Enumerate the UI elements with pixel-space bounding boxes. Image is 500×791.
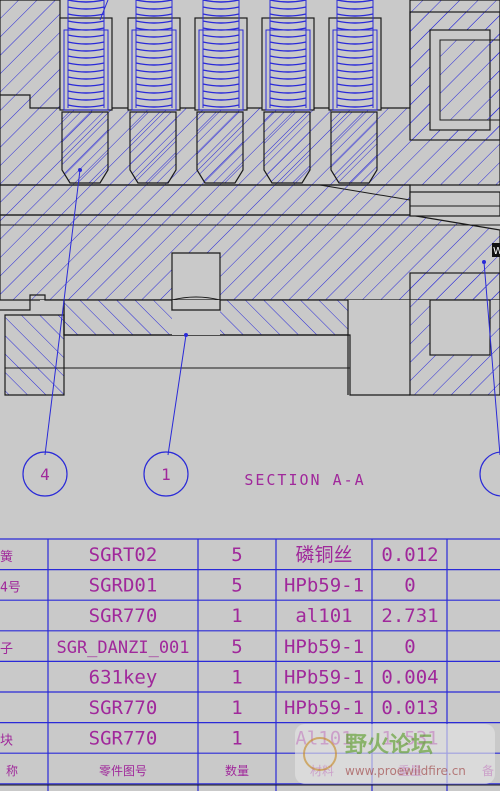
bom-cell-weight: 0.013 — [381, 697, 438, 719]
bom-cell-weight: 0 — [404, 636, 415, 658]
bom-header-name: 称 — [6, 764, 18, 778]
bom-cell-part-no: SGRT02 — [89, 544, 158, 566]
bom-cell-material: HPb59-1 — [284, 697, 364, 719]
bom-cell-qty: 1 — [231, 605, 242, 627]
edge-tag: W — [492, 243, 500, 257]
bom-row: 4号 SGRD01 5 HPb59-1 0 — [0, 575, 416, 597]
section-label: SECTION A-A — [244, 471, 365, 489]
bom-cell-name: 4号 — [0, 581, 21, 596]
balloon-4: 4 — [22, 451, 68, 497]
leader-4 — [44, 169, 81, 456]
spring-chamber-3 — [194, 0, 248, 111]
leader-lines — [44, 0, 500, 456]
bom-cell-name: 子 — [0, 642, 13, 657]
pin-3 — [196, 111, 244, 184]
watermark-logo-icon — [303, 737, 337, 771]
bom-header-part-no: 零件图号 — [99, 764, 147, 778]
bom-cell-material: HPb59-1 — [284, 636, 364, 658]
balloon-1-label: 1 — [161, 465, 171, 484]
bom-cell-qty: 5 — [231, 544, 242, 566]
bom-cell-material: al101 — [295, 605, 352, 627]
bom-cell-qty: 1 — [231, 697, 242, 719]
bom-cell-material: HPb59-1 — [284, 575, 364, 597]
watermark-url: www.proewildfire.cn — [345, 764, 466, 778]
bom-row: 簧 SGRT02 5 磷铜丝 0.012 — [0, 544, 439, 566]
pin-5 — [330, 111, 378, 184]
lower-body — [0, 252, 500, 396]
bom-cell-weight: 0.012 — [381, 544, 438, 566]
bom-cell-material: HPb59-1 — [284, 666, 364, 688]
bom-cell-part-no: SGR770 — [89, 697, 158, 719]
bom-cell-name: 簧 — [0, 549, 13, 565]
bom-cell-part-no: SGRD01 — [89, 575, 158, 597]
spring-chamber-5 — [328, 0, 382, 111]
bom-header-qty: 数量 — [225, 763, 249, 778]
bom-cell-weight: 2.731 — [381, 605, 438, 627]
bom-row: 子 SGR_DANZI_001 5 HPb59-1 0 — [0, 636, 416, 658]
bom-cell-weight: 0.004 — [381, 666, 438, 688]
bom-row: SGR770 1 al101 2.731 — [89, 605, 439, 627]
bom-cell-name: 块 — [0, 734, 13, 749]
pin-4 — [263, 111, 311, 184]
pin-1 — [61, 111, 109, 184]
balloon-1: 1 — [143, 451, 189, 497]
bom-cell-part-no: SGR770 — [89, 728, 158, 750]
leader-1 — [167, 334, 187, 456]
bom-row: SGR770 1 HPb59-1 0.013 — [89, 697, 439, 719]
bom-cell-material: 磷铜丝 — [295, 544, 352, 566]
pin-2 — [129, 111, 177, 184]
bom-cell-qty: 1 — [231, 666, 242, 688]
pin-tumblers — [61, 111, 378, 184]
spring-chamber-2 — [127, 0, 181, 111]
balloon-partial — [479, 451, 500, 497]
spring-chamber-1 — [59, 0, 113, 111]
watermark-main: 野火论坛 — [345, 732, 433, 758]
bom-cell-part-no: 631key — [89, 666, 158, 688]
spring-chamber-4 — [261, 0, 315, 111]
bom-cell-qty: 5 — [231, 575, 242, 597]
plug-body — [0, 184, 500, 301]
edge-tag-label: W — [493, 246, 500, 257]
bom-cell-part-no: SGR770 — [89, 605, 158, 627]
watermark: 野火论坛 www.proewildfire.cn — [295, 724, 495, 784]
bom-cell-qty: 1 — [231, 728, 242, 750]
balloon-4-label: 4 — [40, 465, 50, 484]
bom-cell-weight: 0 — [404, 575, 415, 597]
bom-cell-qty: 5 — [231, 636, 242, 658]
bom-row: 631key 1 HPb59-1 0.004 — [89, 666, 439, 688]
bom-cell-part-no: SGR_DANZI_001 — [56, 638, 189, 658]
spring-cavities — [59, 0, 382, 111]
leader-right — [483, 261, 500, 456]
